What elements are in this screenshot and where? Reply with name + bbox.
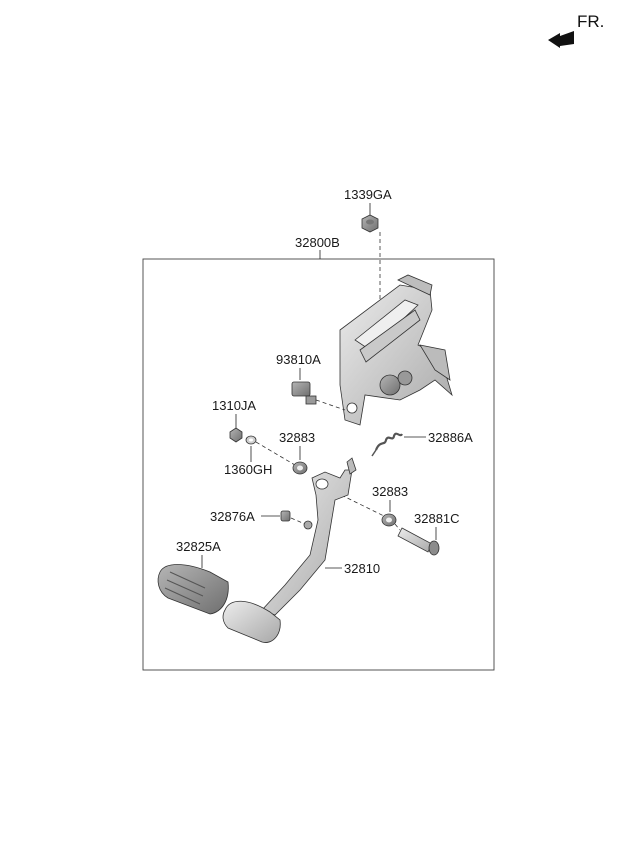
pivot-pin-32881C bbox=[397, 527, 440, 556]
label-93810A: 93810A bbox=[276, 352, 321, 367]
dash-pin bbox=[394, 523, 401, 531]
label-32881C: 32881C bbox=[414, 511, 460, 526]
nut-1310JA bbox=[229, 427, 243, 443]
dash-stopper bbox=[290, 517, 306, 525]
pedal-pad-32825A bbox=[157, 564, 229, 615]
label-1339GA: 1339GA bbox=[344, 187, 392, 202]
front-direction-arrow-icon bbox=[548, 31, 574, 48]
washer-1360GH bbox=[245, 435, 257, 445]
stop-lamp-switch-93810A bbox=[291, 381, 317, 405]
label-1310JA: 1310JA bbox=[212, 398, 256, 413]
dash-bushing-left bbox=[255, 441, 301, 469]
label-32800B: 32800B bbox=[295, 235, 340, 250]
bushing-32883-right bbox=[381, 513, 397, 527]
label-32810: 32810 bbox=[344, 561, 380, 576]
label-32876A: 32876A bbox=[210, 509, 255, 524]
label-32825A: 32825A bbox=[176, 539, 221, 554]
dash-93810A bbox=[315, 399, 346, 411]
bushing-32883-left bbox=[292, 461, 308, 475]
return-spring-32886A bbox=[371, 432, 403, 457]
label-32886A: 32886A bbox=[428, 430, 473, 445]
pedal-bracket bbox=[339, 274, 453, 426]
orientation-label: FR. bbox=[577, 12, 604, 31]
assembly-frame bbox=[142, 258, 495, 671]
stopper-32876A bbox=[280, 510, 291, 522]
pedal-arm-32810 bbox=[222, 457, 357, 643]
label-1360GH: 1360GH bbox=[224, 462, 272, 477]
label-32883-left: 32883 bbox=[279, 430, 315, 445]
label-32883-right: 32883 bbox=[372, 484, 408, 499]
nut-1339GA bbox=[361, 214, 379, 233]
